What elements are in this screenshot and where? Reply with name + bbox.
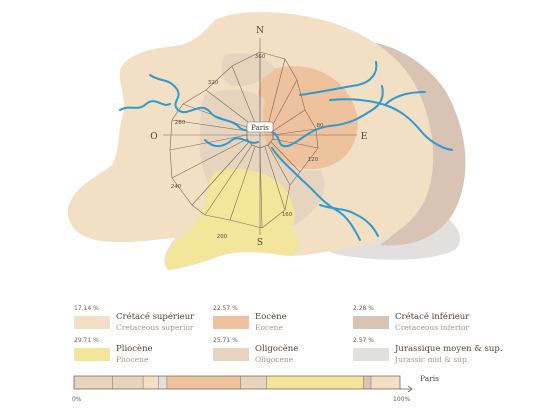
north-label: N [256,26,264,36]
legend-pct: 25.71 % [213,337,238,344]
bar-segment [166,376,241,389]
geological-map: Paris N S E O 360 320 280 240 200 160 12… [67,11,466,271]
bar-segment [74,376,113,389]
bar-segment [158,376,167,389]
legend-label-fr: Oligocène [255,344,299,354]
distribution-bar [73,375,413,393]
west-label: O [150,132,157,142]
region-cretace-inf [330,39,466,246]
bar-segment [240,376,267,389]
bar-segment [370,376,400,389]
legend-label-en: Pliocene [116,355,149,364]
bar-segment [266,376,364,389]
legend-pct: 29.71 % [74,337,99,344]
legend-label-en: Oligocene [255,355,294,364]
bar-start-label: 0% [72,396,82,403]
deg-120: 120 [308,157,319,163]
bar-outline [73,375,401,390]
paris-marker: Paris [246,121,274,133]
legend-label-fr: Pliocène [116,344,153,354]
degree-labels: 360 320 280 240 200 160 120 80 [171,54,324,240]
legend-label-fr: Crétacé inférieur [395,312,470,322]
deg-200: 200 [217,234,228,240]
legend-pct: 17.14 % [74,305,99,312]
region-oligocene-north [221,53,275,87]
legend-swatch [74,316,110,329]
legend-swatch [213,348,249,361]
bar-segment [112,376,144,389]
deg-280: 280 [175,120,186,126]
legend-label-fr: Jurassique moyen & sup. [395,344,503,354]
bar-segment [143,376,159,389]
legend-swatch [353,316,389,329]
legend-label-en: Jurassic mid & sup. [395,355,470,364]
east-label: E [361,132,368,142]
deg-240: 240 [171,184,182,190]
paris-label: Paris [251,124,269,132]
legend-swatch [74,348,110,361]
bar-end-label: 100% [393,396,411,403]
legend-label-fr: Eocène [255,312,287,322]
legend-label-en: Cretaceous inferior [395,323,469,332]
legend-swatch [213,316,249,329]
south-label: S [257,238,263,248]
region-pliocene [166,168,298,270]
legend-label-fr: Crétacé supérieur [116,312,195,322]
deg-320: 320 [208,80,219,86]
bar-segments [74,376,400,389]
legend-swatch [353,348,389,361]
deg-160: 160 [282,212,293,218]
region-eocene [256,66,358,170]
compass-labels: N S E O [150,26,367,248]
bar-paris-label: Paris [420,374,440,383]
deg-80: 80 [317,123,324,129]
legend-pct: 2.28 % [353,305,374,312]
legend-label-en: Eocene [255,323,283,332]
legend-pct: 2.57 % [353,337,374,344]
deg-360: 360 [255,54,266,60]
bar-arrowhead [407,385,413,393]
legend-pct: 22.57 % [213,305,238,312]
bar-segment [363,376,371,389]
legend-label-en: Cretaceous superior [116,323,194,332]
